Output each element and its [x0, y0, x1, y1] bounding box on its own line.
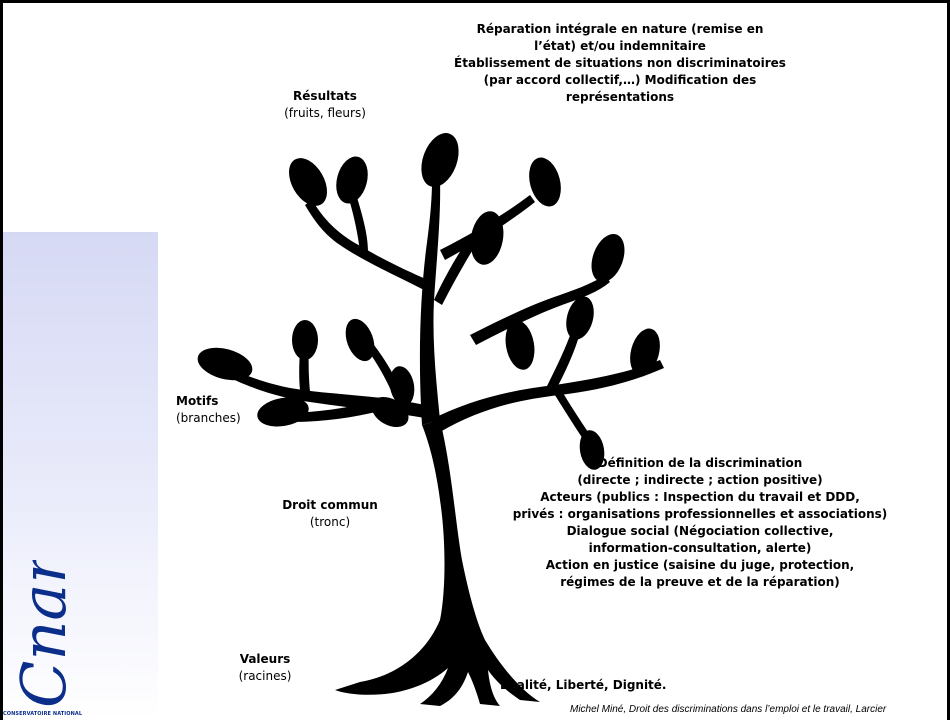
tree-branch-upper-left-2: [348, 194, 368, 252]
right-text-line: privés : organisations professionnelles …: [512, 507, 888, 521]
label-resultats: Résultats (fruits, fleurs): [270, 88, 380, 122]
source-citation: Michel Miné, Droit des discriminations d…: [570, 704, 887, 715]
label-resultats-subtitle: (fruits, fleurs): [284, 106, 366, 120]
label-valeurs: Valeurs (racines): [215, 651, 315, 685]
label-motifs-subtitle: (branches): [176, 411, 241, 425]
top-text-line: (par accord collectif,…) Modification de…: [483, 73, 757, 87]
sidebar-gradient: [3, 232, 158, 720]
cnam-logo-caption: CONSERVATOIRE NATIONAL: [3, 711, 83, 717]
tree-branch-right-low: [553, 388, 590, 439]
tree-main-stem: [419, 180, 441, 425]
top-text-line: Établissement de situations non discrimi…: [454, 56, 786, 70]
label-resultats-title: Résultats: [293, 89, 357, 103]
label-droit-commun-subtitle: (tronc): [309, 515, 351, 529]
right-text-line: Action en justice (saisine du juge, prot…: [545, 558, 855, 572]
top-text-line: représentations: [565, 90, 675, 104]
label-valeurs-subtitle: (racines): [238, 669, 292, 683]
top-description: Réparation intégrale en nature (remise e…: [430, 21, 810, 106]
tree-branch-right-upper: [470, 275, 610, 345]
right-description: Définition de la discrimination (directe…: [490, 455, 910, 591]
label-droit-commun: Droit commun (tronc): [260, 497, 400, 531]
label-valeurs-title: Valeurs: [239, 652, 291, 666]
top-text-line: Réparation intégrale en nature (remise e…: [476, 22, 764, 36]
right-text-line: (directe ; indirecte ; action positive): [577, 473, 823, 487]
right-text-line: Dialogue social (Négociation collective,: [566, 524, 834, 538]
tree-branch-right-mid: [545, 330, 580, 395]
top-text-line: l’état) et/ou indemnitaire: [534, 39, 706, 53]
tree-branch-right: [430, 360, 664, 432]
label-droit-commun-title: Droit commun: [282, 498, 378, 512]
right-text-line: Acteurs (publics : Inspection du travail…: [540, 490, 860, 504]
right-text-line: Définition de la discrimination: [597, 456, 803, 470]
label-motifs: Motifs (branches): [176, 393, 256, 427]
right-text-line: régimes de la preuve et de la réparation…: [560, 575, 840, 589]
label-motifs-title: Motifs: [176, 394, 219, 408]
roots-values-text: Égalité, Liberté, Dignité.: [500, 678, 667, 692]
tree-trunk: [335, 420, 540, 706]
tree-branch-upper-left: [305, 200, 428, 290]
right-text-line: information-consultation, alerte): [588, 541, 812, 555]
